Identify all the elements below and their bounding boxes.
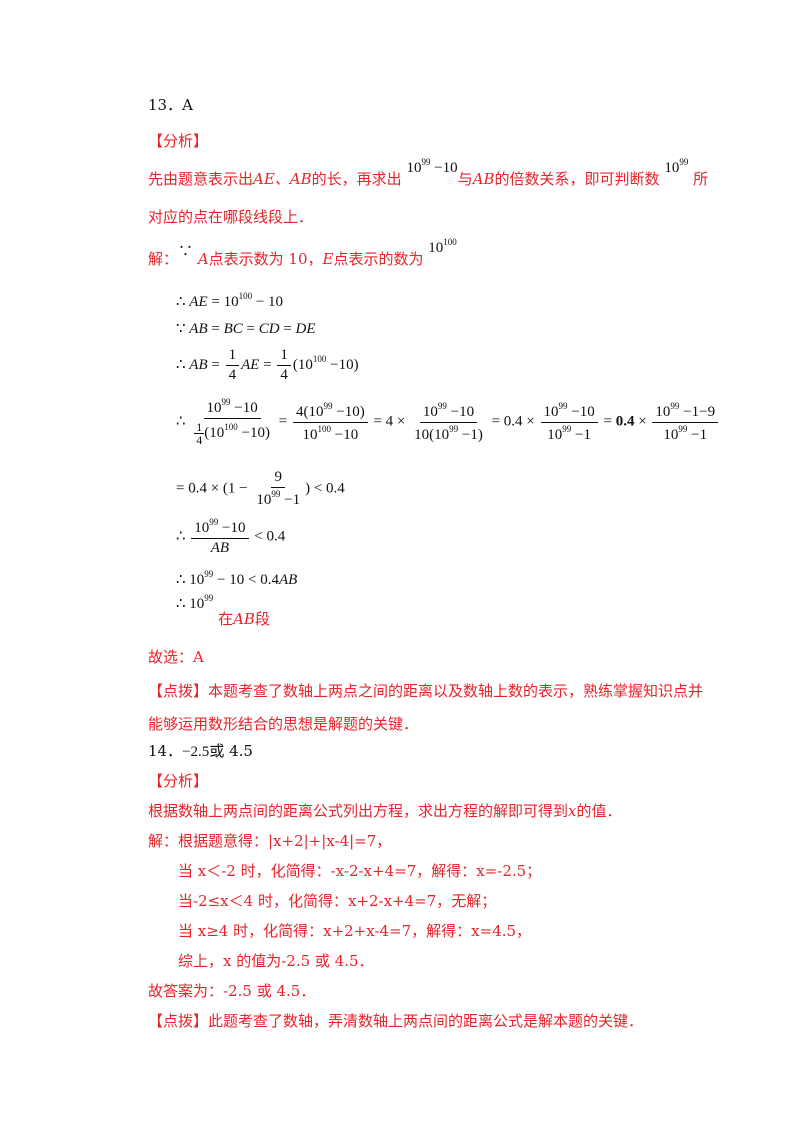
q14-summary: 综上，x 的值为-2.5 或 4.5． — [178, 952, 374, 970]
q13-step8: ∴ 1099 在AB段 — [176, 593, 270, 628]
q13-step1: ∴ AE = 10100 − 10 — [176, 291, 284, 310]
q14-analysis: 根据数轴上两点间的距离公式列出方程，求出方程的解即可得到x的值． — [148, 802, 622, 820]
q13-choose: 故选：A — [148, 648, 204, 666]
q13-analysis-line1: 先由题意表示出AE、AB的长，再求出 1099 −10与AB的倍数关系，即可判断… — [148, 157, 709, 188]
q14-case1: 当 x＜-2 时，化简得：-x-2-x+4=7，解得：x=-2.5； — [178, 862, 542, 880]
q14-answer: 14．−2.5或 4.5 — [148, 742, 253, 760]
q14-analysis-title: 【分析】 — [148, 772, 209, 790]
q13-comment2: 能够运用数形结合的思想是解题的关键． — [148, 715, 419, 733]
q14-comment: 【点拨】此题考查了数轴，弄清数轴上两点间的距离公式是解本题的关键． — [148, 1012, 644, 1030]
q14-solution-intro: 解：根据题意得：|x+2|+|x-4|=7， — [148, 832, 392, 850]
q13-answer: 13．A — [148, 96, 193, 114]
q14-case3: 当 x≥4 时，化简得：x+2+x-4=7，解得：x=4.5， — [178, 922, 532, 940]
q13-analysis-title: 【分析】 — [148, 132, 209, 150]
q13-comment: 【点拨】本题考查了数轴上两点之间的距离以及数轴上数的表示，熟练掌握知识点并 — [148, 682, 704, 700]
q13-step7: ∴ 1099 − 10 < 0.4AB — [176, 569, 298, 588]
q13-analysis-line2: 对应的点在哪段线段上． — [148, 208, 314, 226]
q13-step2: ∵ AB = BC = CD = DE — [176, 321, 316, 337]
q14-case2: 当-2≤x＜4 时，化简得：x+2-x+4=7，无解； — [178, 892, 497, 910]
q14-final: 故答案为：-2.5 或 4.5． — [148, 982, 316, 1000]
q13-solution-start: 解：∵ A点表示数为 10，E点表示的数为 10100 — [148, 237, 457, 268]
